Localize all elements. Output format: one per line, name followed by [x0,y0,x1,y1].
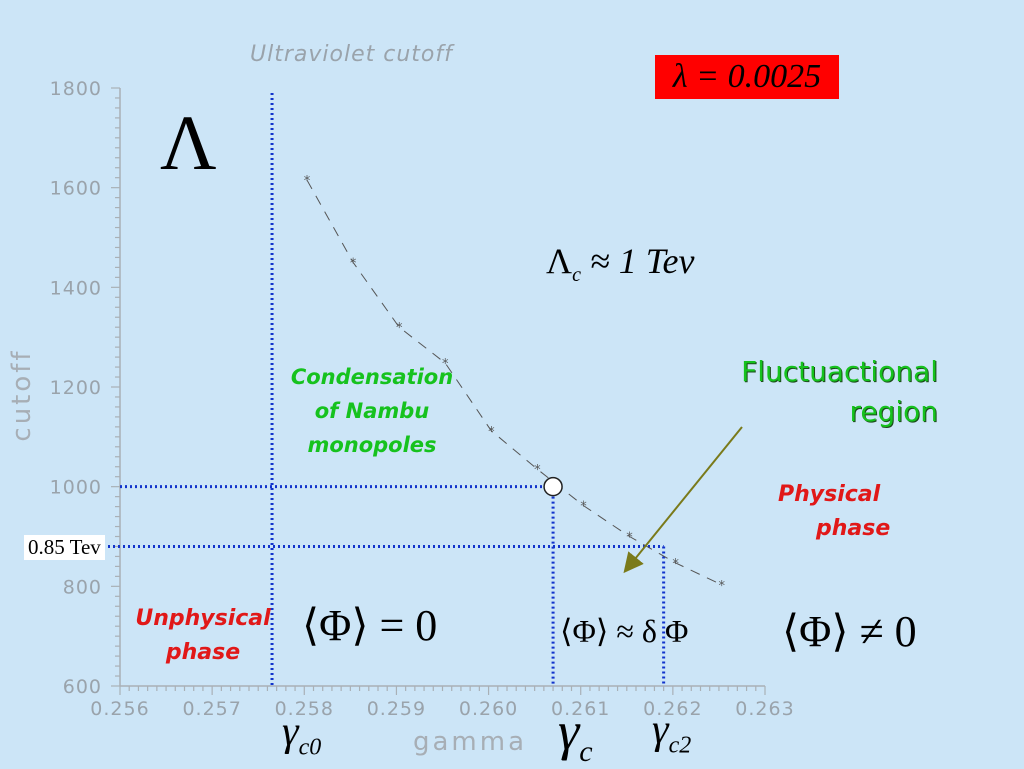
y-tick-label: 1200 [50,377,102,399]
series-line [306,179,722,586]
phi-approx-label: ⟨Φ⟩ ≈ δ Φ [560,613,689,649]
axes: 0.256 0.257 0.258 0.259 0.260 0.261 0.262 0.263… [50,78,794,720]
fluctuational-line-2: region [849,395,938,428]
unphysical-line-2: phase [165,640,241,665]
data-point: * [350,256,357,271]
gamma-c-subscript: c [579,734,593,768]
lambda-parameter-box: λ = 0.0025 [655,55,839,99]
y-tick-label: 600 [63,676,102,698]
chart-title: Ultraviolet cutoff [250,42,453,67]
physical-line-2: phase [816,516,891,541]
physical-line-1: Physical [778,482,881,507]
phi-zero-label: ⟨Φ⟩ = 0 [302,601,438,650]
unphysical-line-1: Unphysical [135,606,271,631]
gamma-c2-label: γc2 [652,706,691,759]
x-tick-label: 0.257 [182,698,241,720]
data-point: * [718,579,725,594]
lambda-c-symbol: Λ [546,241,573,281]
x-axis-title: gamma [413,727,527,757]
gamma-c2-subscript: c2 [668,732,692,759]
phi-nonzero-label: ⟨Φ⟩ ≠ 0 [782,607,917,656]
y-tick-label: 1600 [50,178,102,200]
x-tick-label: 0.258 [275,698,334,720]
y-tick-label: 1800 [50,78,102,100]
condensation-line-2: of Nambu [314,399,430,423]
physical-phase-label: Physical phase [760,478,895,546]
x-tick-label: 0.262 [643,698,702,720]
x-tick-label: 0.261 [551,698,610,720]
series-curve [306,179,722,586]
gamma-c0-symbol: γ [282,709,299,755]
data-point: * [534,463,541,478]
x-tick-label: 0.260 [459,698,518,720]
gamma-c2-symbol: γ [652,707,669,753]
gamma-c-label: γc [558,700,593,769]
data-point: * [626,531,633,546]
lambda-c-value: ≈ 1 Tev [590,241,695,281]
gamma-c-symbol: γ [558,701,580,761]
data-point: * [396,321,403,336]
data-point: * [672,557,679,572]
data-point: * [442,357,449,372]
x-tick-label: 0.263 [735,698,794,720]
condensation-line-3: monopoles [307,433,437,457]
gamma-c0-subscript: c0 [298,734,322,761]
data-point: * [580,500,587,515]
data-point: * [304,174,311,189]
critical-point [543,476,563,497]
guide-lines [108,93,666,686]
cutoff-symbol: Λ [160,99,217,186]
fluctuational-arrow [623,426,743,574]
critical-cutoff-label: Λc ≈ 1 Tev [546,240,694,287]
y-marker-label: 0.85 Tev [24,535,105,560]
condensation-label: Condensation of Nambu monopoles [272,360,472,462]
y-axis-title: cutoff [7,348,37,441]
condensation-line-1: Condensation [290,365,454,389]
y-tick-label: 800 [63,576,102,598]
fluctuational-label: Fluctuactional region [700,352,938,432]
data-point: * [488,425,495,440]
gamma-c0-label: γc0 [282,708,321,761]
arrow-line [623,426,743,574]
y-tick-label: 1000 [50,477,102,499]
data-markers: * * * * * * * * * * [304,174,726,594]
y-tick-label: 1400 [50,277,102,299]
x-tick-label: 0.259 [367,698,426,720]
fluctuational-line-1: Fluctuactional [741,355,938,388]
x-tick-label: 0.256 [90,698,149,720]
unphysical-phase-label: Unphysical phase [128,602,278,670]
lambda-c-subscript: c [572,264,581,287]
